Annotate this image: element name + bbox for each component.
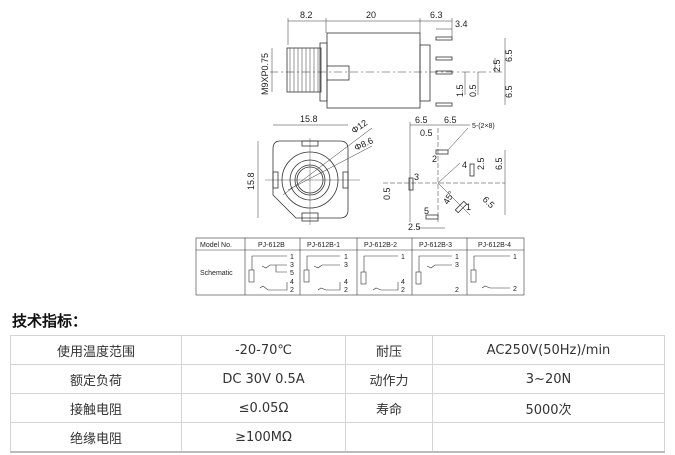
side-view: 8.2 20 6.3 3.4 M9XP0.75 2.5 6.5 6.5 1.5 … [260,10,514,109]
dim-pin-right: 6.5 [444,115,457,125]
pin-layout: 6.5 6.5 5-(2×8) 0.5 2 3 4 1 5 2.5 6.5 6.… [382,115,506,232]
spec-label: 接触电阻 [10,393,182,423]
spec-label: 使用温度范围 [10,335,182,365]
dim-2-5-bottom: 2.5 [408,222,421,232]
pin-num: 2 [455,287,459,294]
dim-0-5-left: 0.5 [382,187,392,200]
spec-value: ≤0.05Ω [181,393,346,423]
spec-label: 寿命 [345,393,433,423]
dim-pin-tip: 3.4 [455,19,468,29]
schematic-table: Model No. Schematic PJ-612B PJ-612B-1 PJ… [195,237,525,296]
dim-2-5: 2.5 [492,59,502,72]
spec-value: 5000次 [432,393,665,423]
spec-label: 绝缘电阻 [10,422,182,453]
dim-6-5-diag: 6.5 [481,194,497,210]
pin-num: 4 [401,279,405,286]
dim-6-5-top: 6.5 [504,49,514,62]
model-name: PJ-612B [258,242,285,249]
spec-value [432,422,665,453]
pin-2-label: 2 [432,154,437,164]
dim-0-5-top: 0.5 [420,128,433,138]
spec-value: ≥100MΩ [181,422,346,453]
dim-front-height: 15.8 [246,172,256,190]
spec-label: 耐压 [345,335,433,365]
front-view: 15.8 15.8 Φ12 Φ8.6 [246,114,375,225]
pin-num: 4 [290,279,294,286]
pin-num: 1 [290,254,294,261]
section-title: 技术指标： [12,312,88,330]
pin-num: 1 [344,254,348,261]
dim-1-5: 1.5 [455,84,465,97]
pin-num: 2 [401,287,405,294]
dim-6-5-right: 6.5 [494,157,504,170]
model-no-header: Model No. [200,242,232,249]
pin-num: 5 [290,270,294,277]
pin-4-label: 4 [462,160,467,170]
schematic-row-label: Schematic [200,270,233,277]
model-name: PJ-612B-2 [364,242,397,249]
spec-label [345,422,433,453]
spec-value: DC 30V 0.5A [181,364,346,394]
dim-body-length: 20 [366,10,376,20]
pin-5-label: 5 [424,206,429,216]
pin-num: 3 [344,262,348,269]
model-name: PJ-612B-4 [478,242,511,249]
dim-0-5: 0.5 [468,84,478,97]
dim-6-5-bottom: 6.5 [504,85,514,98]
hole-spec: 5-(2×8) [472,123,495,130]
dim-pin-length: 6.3 [430,10,443,20]
spec-label: 动作力 [345,364,433,394]
angle-label: 45° [441,189,457,206]
spec-value: AC250V(50Hz)/min [432,335,665,365]
dim-2-5-right: 2.5 [476,157,486,170]
thread-spec: M9XP0.75 [260,53,270,95]
technical-drawing: 8.2 20 6.3 3.4 M9XP0.75 2.5 6.5 6.5 1.5 … [195,10,525,296]
dim-front-width: 15.8 [300,114,318,124]
pin-num: 1 [401,254,405,261]
pin-num: 2 [513,286,517,293]
pin-num: 4 [344,279,348,286]
pin-num: 2 [290,287,294,294]
spec-row: 绝缘电阻≥100MΩ [10,422,665,453]
pin-num: 1 [513,254,517,261]
pin-3-label: 3 [414,172,419,182]
pin-1-label: 1 [466,202,471,212]
spec-value: -20-70℃ [181,335,346,365]
model-name: PJ-612B-3 [419,242,452,249]
dim-pin-left: 6.5 [415,115,428,125]
pin-num: 3 [290,262,294,269]
dim-dia-outer: Φ12 [349,118,369,136]
model-name: PJ-612B-1 [307,242,340,249]
pin-num: 3 [455,262,459,269]
spec-value: 3~20N [432,364,665,394]
spec-label: 额定负荷 [10,364,182,394]
schematic-diagrams [248,255,510,291]
pin-num: 1 [455,254,459,261]
dim-thread-length: 8.2 [300,10,313,20]
pin-num: 2 [344,287,348,294]
